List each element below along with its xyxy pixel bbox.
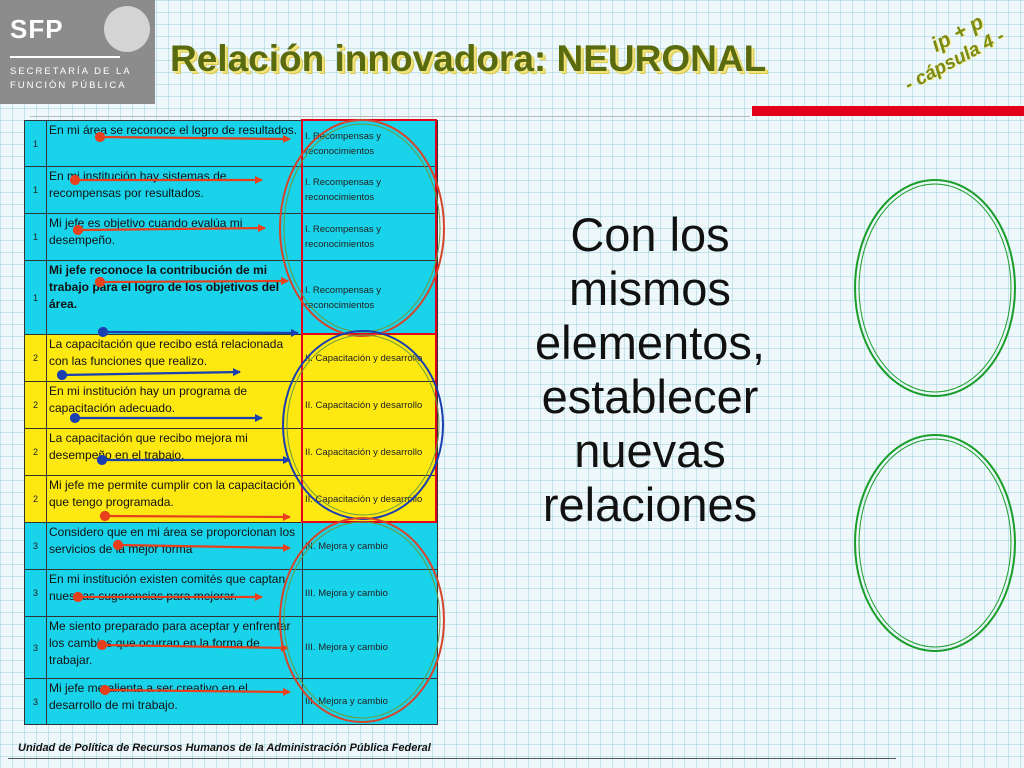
row-statement: Considero que en mi área se proporcionan… [46,522,303,570]
green-circle-inner-ring [858,183,1012,393]
table-row: 1 Mi jefe reconoce la contribución de mi… [24,260,438,335]
row-category: III. Mejora y cambio [302,616,438,679]
row-category: I. Recompensas y reconocimientos [302,120,438,167]
table-row: 2 La capacitación que recibo mejora mi d… [24,428,438,476]
row-number: 2 [24,381,47,429]
row-statement: Mi jefe es objetivo cuando evalúa mi des… [46,213,303,261]
row-number: 2 [24,475,47,523]
row-category: III. Mejora y cambio [302,522,438,570]
row-number: 2 [24,334,47,382]
sfp-logo: SFP SECRETARÍA DE LA FUNCIÓN PÚBLICA [0,0,155,104]
table-row: 1 Mi jefe es objetivo cuando evalúa mi d… [24,213,438,261]
table-row: 3 Considero que en mi área se proporcion… [24,522,438,570]
row-category: III. Mejora y cambio [302,569,438,617]
row-number: 3 [24,616,47,679]
row-statement: En mi institución hay un programa de cap… [46,381,303,429]
row-category: I. Recompensas y reconocimientos [302,166,438,214]
table-row: 3 Mi jefe me alienta a ser creativo en e… [24,678,438,725]
row-statement: Mi jefe me alienta a ser creativo en el … [46,678,303,725]
table-row: 3 En mi institución existen comités que … [24,569,438,617]
main-message-line: Con los [570,208,730,261]
row-category: I. Recompensas y reconocimientos [302,213,438,261]
main-message: Con los mismos elementos, establecer nue… [475,208,825,532]
main-message-line: elementos, [535,316,765,369]
logo-divider [10,56,120,58]
main-message-line: mismos [569,262,731,315]
row-statement: Mi jefe me permite cumplir con la capaci… [46,475,303,523]
row-category: II. Capacitación y desarrollo [302,381,438,429]
main-message-line: establecer [541,370,759,423]
table-row: 2 Mi jefe me permite cumplir con la capa… [24,475,438,523]
row-category: II. Capacitación y desarrollo [302,428,438,476]
table-row: 1 En mi área se reconoce el logro de res… [24,120,438,167]
row-statement: En mi área se reconoce el logro de resul… [46,120,303,167]
table-row: 3 Me siento preparado para aceptar y enf… [24,616,438,679]
org-name-line1: SECRETARÍA DE LA [10,66,132,77]
row-statement: La capacitación que recibo mejora mi des… [46,428,303,476]
org-name-line2: FUNCIÓN PÚBLICA [10,80,127,91]
main-message-line: relaciones [542,478,758,531]
row-statement: En mi institución hay sistemas de recomp… [46,166,303,214]
row-statement: Mi jefe reconoce la contribución de mi t… [46,260,303,335]
row-number: 1 [24,120,47,167]
row-statement: En mi institución existen comités que ca… [46,569,303,617]
logo-text: SFP [10,14,64,44]
row-category: III. Mejora y cambio [302,678,438,725]
row-number: 3 [24,678,47,725]
footer-rule [8,758,896,759]
table-row: 2 En mi institución hay un programa de c… [24,381,438,429]
row-number: 1 [24,213,47,261]
green-empty-circle-bottom [854,434,1016,652]
row-statement: La capacitación que recibo está relacion… [46,334,303,382]
national-seal-icon [104,6,150,52]
green-circle-inner-ring [858,438,1012,648]
table-row: 1 En mi institución hay sistemas de reco… [24,166,438,214]
survey-table: 1 En mi área se reconoce el logro de res… [24,120,438,725]
main-message-line: nuevas [574,424,726,477]
row-category: II. Capacitación y desarrollo [302,334,438,382]
row-statement: Me siento preparado para aceptar y enfre… [46,616,303,679]
row-number: 1 [24,166,47,214]
row-number: 2 [24,428,47,476]
row-number: 3 [24,522,47,570]
table-row: 2 La capacitación que recibo está relaci… [24,334,438,382]
title-accent-bar [752,106,1024,116]
title-rule [30,116,750,117]
row-number: 3 [24,569,47,617]
row-category: I. Recompensas y reconocimientos [302,260,438,335]
footer-text: Unidad de Política de Recursos Humanos d… [18,742,431,754]
green-empty-circle-top [854,179,1016,397]
row-category: II. Capacitación y desarrollo [302,475,438,523]
row-number: 1 [24,260,47,335]
slide-title: Relación innovadora: NEURONAL [170,38,767,79]
